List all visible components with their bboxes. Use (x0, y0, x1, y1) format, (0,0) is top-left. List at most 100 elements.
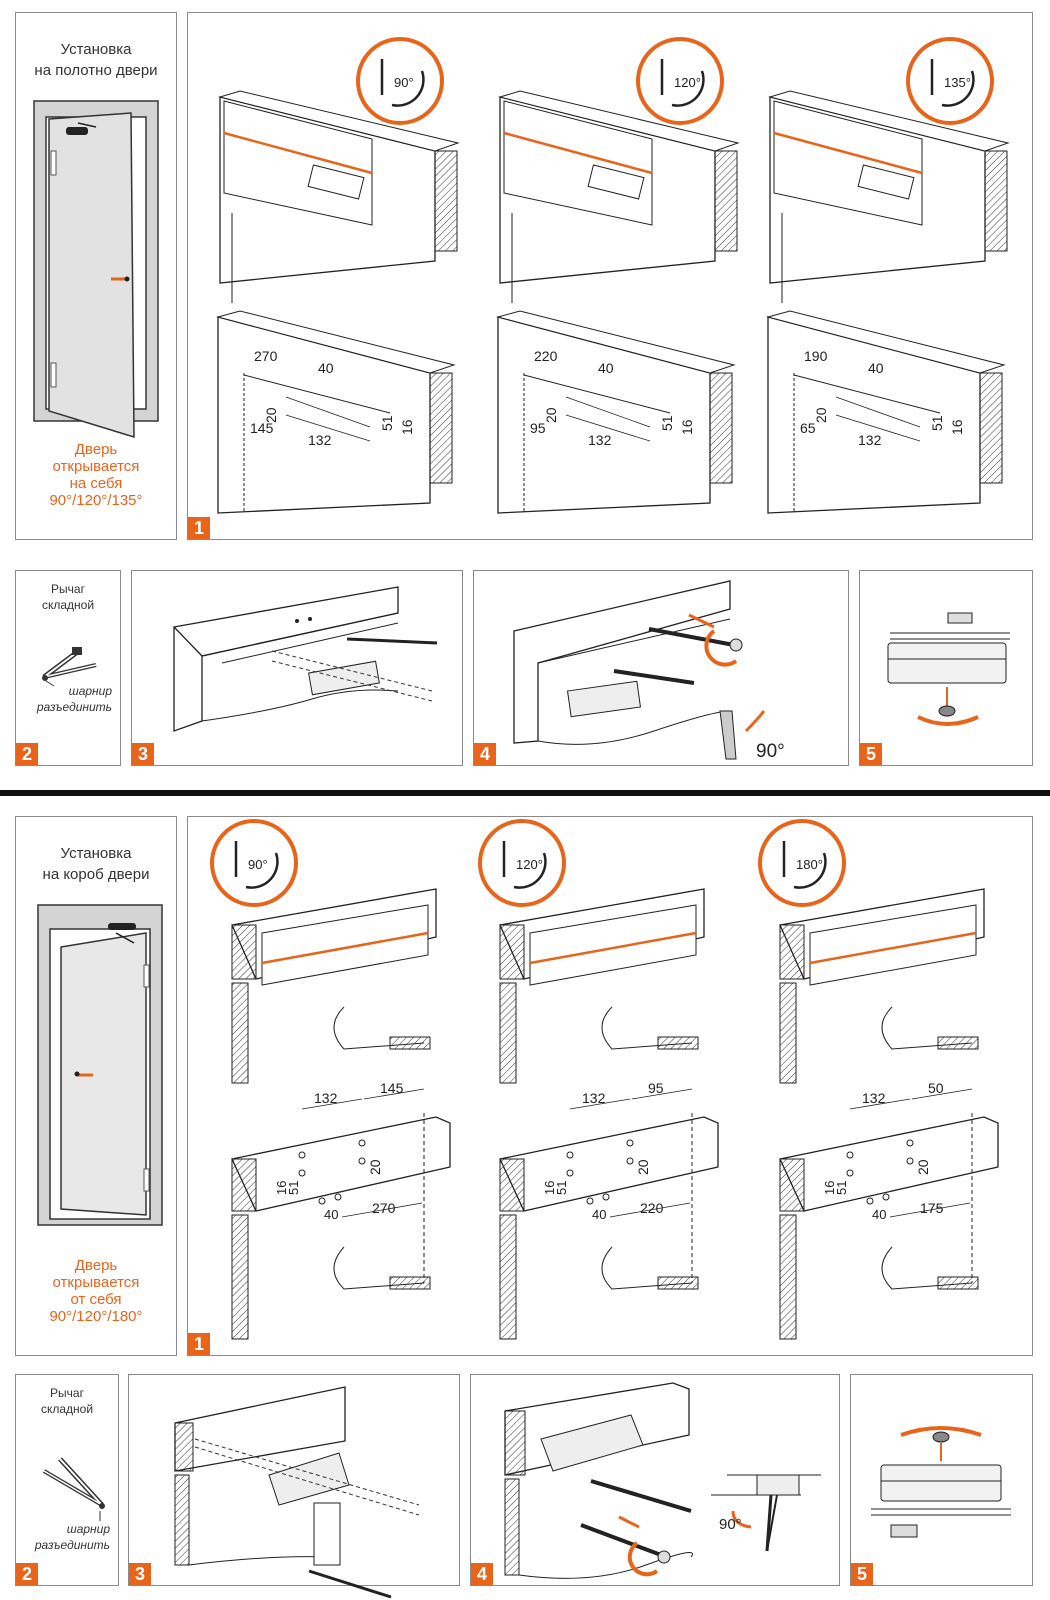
note-line: разъединить (34, 1538, 110, 1552)
angle-label: 120° (674, 75, 701, 90)
opening-angle-icon: 90° (210, 819, 298, 907)
template-guide-line (503, 131, 653, 175)
mounting-template (529, 904, 697, 986)
hinge-note: шарнир разъединить (37, 683, 112, 715)
step-badge: 3 (129, 1563, 151, 1585)
wall-hatch (779, 1214, 797, 1340)
step-badge: 1 (188, 517, 210, 539)
dimension-label: 40 (318, 360, 334, 376)
screw-hole (846, 1169, 854, 1177)
lever-title: Рычаг складной (16, 1385, 118, 1417)
title-line: Рычаг (51, 582, 85, 596)
sub-line: от себя (70, 1291, 122, 1308)
screw-hole (626, 1139, 634, 1147)
step2-panel-door-frame: Рычаг складной шарнир разъединить 2 (15, 1374, 119, 1586)
screw-hole (906, 1157, 914, 1165)
step4-panel-door-leaf: 90° 4 (473, 570, 849, 766)
dimension-label: 40 (592, 1207, 606, 1222)
dimension-label: 95 (648, 1080, 664, 1096)
sub-line: 90°/120°/180° (49, 1308, 143, 1325)
dimension-label: 132 (308, 432, 332, 448)
dimension-label: 220 (640, 1200, 664, 1216)
mount-closer-drawing (173, 586, 438, 732)
template-guide-line (773, 131, 923, 175)
dimension-label: 40 (872, 1207, 886, 1222)
frame-hatch (709, 372, 733, 484)
template-guide-line (261, 931, 429, 965)
opening-angle-icon: 90° (356, 37, 444, 125)
note-line: разъединить (36, 700, 112, 714)
step-badge: 4 (474, 743, 496, 765)
dimension-label: 145 (250, 420, 274, 436)
dimension-label: 20 (635, 1159, 651, 1175)
frame-hatch (231, 924, 257, 980)
opening-direction: Дверь открывается на себя 90°/120°/135° (16, 441, 176, 509)
hinge-note: шарнир разъединить (35, 1521, 110, 1553)
dimension-label: 16 (542, 1181, 557, 1195)
step5-panel-door-frame: 5 (850, 1374, 1033, 1586)
dimension-label: 65 (800, 420, 816, 436)
screw-hole (586, 1197, 594, 1205)
angle-label: 90° (248, 857, 268, 872)
door-dim-view (217, 316, 431, 514)
screw-hole (866, 1197, 874, 1205)
screw-hole (298, 1169, 306, 1177)
screw-hole (334, 1193, 342, 1201)
screw-hole (602, 1193, 610, 1201)
mounting-template (223, 100, 373, 226)
attach-arm-drawing: 90° (504, 1382, 821, 1579)
opening-angle-icon: 120° (478, 819, 566, 907)
mount-closer-drawing (174, 1386, 420, 1599)
step-badge: 3 (132, 743, 154, 765)
dimension-label: 132 (588, 432, 612, 448)
door-illustration (37, 904, 163, 1226)
door-dim-view (767, 316, 981, 514)
opening-angle-icon: 180° (758, 819, 846, 907)
adjust-speed-drawing (887, 612, 1010, 726)
frame-hatch (499, 924, 525, 980)
step-badge: 1 (188, 1333, 210, 1355)
screw-hole (318, 1197, 326, 1205)
dimension-label: 16 (822, 1181, 837, 1195)
step-badge: 5 (851, 1563, 873, 1585)
sidebar-title: Установка на короб двери (16, 843, 176, 885)
dimension-label: 175 (920, 1200, 944, 1216)
folding-lever-icon (42, 647, 97, 687)
dimension-label: 270 (254, 348, 278, 364)
dimension-label: 132 (862, 1090, 886, 1106)
title-line: на полотно двери (34, 62, 158, 79)
title-line: складной (40, 1402, 94, 1416)
sub-line: открывается (52, 1274, 140, 1291)
angle-label: 180° (796, 857, 823, 872)
wall-hatch (779, 982, 797, 1084)
frame-hatch (984, 150, 1008, 252)
note-line: шарнир (66, 1522, 110, 1536)
wall-hatch (231, 982, 249, 1084)
dimension-label: 51 (379, 415, 395, 431)
wall-hatch (231, 1214, 249, 1340)
template-guide-line (529, 931, 697, 965)
step-badge: 5 (860, 743, 882, 765)
title-line: Рычаг (50, 1386, 84, 1400)
sub-line: Дверь (74, 441, 118, 458)
dimension-label: 220 (534, 348, 558, 364)
step4-panel-door-frame: 90° 4 (470, 1374, 840, 1586)
step-badge: 2 (16, 743, 38, 765)
frame-hatch (231, 1158, 257, 1212)
dimension-label: 40 (868, 360, 884, 376)
sidebar-door-leaf: Установка на полотно двери Дверь открыва… (15, 12, 177, 540)
dimension-label: 51 (834, 1181, 849, 1195)
mounting-template (261, 904, 429, 986)
lever-title: Рычаг складной (16, 581, 120, 613)
adjust-speed-drawing (871, 1426, 1011, 1538)
dimension-label: 51 (659, 415, 675, 431)
dimension-label: 20 (263, 407, 279, 423)
dimension-label: 40 (598, 360, 614, 376)
sub-line: 90°/120°/135° (49, 492, 143, 509)
